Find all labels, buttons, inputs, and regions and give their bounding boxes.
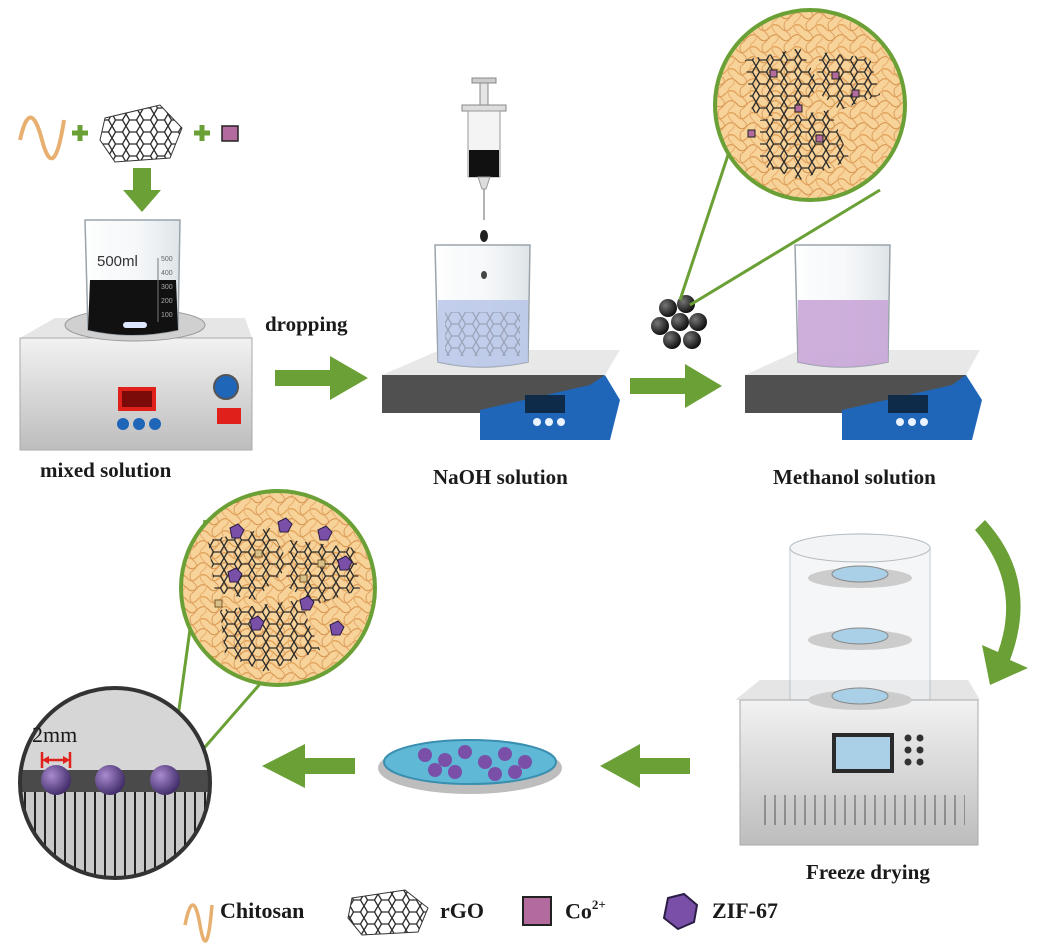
methanol-solution-label: Methanol solution [773,465,936,489]
chitosan-legend-icon [183,903,214,943]
down-arrow-icon [123,168,161,212]
mixed-solution-station [19,219,253,451]
switch-icon [217,408,241,424]
legend-chitosan: Chitosan [220,898,305,923]
black-beads [651,295,707,349]
co-ion-icon [221,125,239,142]
curved-arrow-icon [975,520,1028,685]
plus-icon [72,125,88,141]
scale-bar-label: 2mm [32,722,78,747]
rgo-icon [99,104,183,163]
bead-photo [18,686,212,880]
beaker-tick-200: 200 [161,298,173,305]
scale-bar [40,752,72,768]
co-legend-icon [522,896,552,926]
mixed-solution-label: mixed solution [40,458,172,482]
dropping-label: dropping [265,312,348,336]
plus-icon [194,125,210,141]
zoom-bead-structure-2 [168,489,377,779]
freeze-dryer [735,533,980,846]
flow-arrows [262,356,1028,788]
beaker-tick-500: 500 [161,256,173,263]
freeze-drying-label: Freeze drying [806,860,930,884]
beaker-tick-100: 100 [161,312,173,319]
beaker-volume-label: 500ml [97,253,138,270]
left-arrow-icon [262,744,355,788]
zif-legend-icon [662,892,699,931]
right-arrow-icon [630,364,722,408]
left-arrow-icon [600,744,690,788]
right-arrow-icon [275,356,368,400]
legend-icons [183,889,699,943]
naoh-station [382,77,620,440]
methanol-station [745,244,982,440]
legend-zif67: ZIF-67 [712,898,778,923]
dial-icon [213,374,239,400]
knob-icon [117,418,129,430]
legend-co: Co2+ [565,897,606,924]
naoh-solution-label: NaOH solution [433,465,568,489]
legend-rgo: rGO [440,898,484,923]
legend-co-base: Co [565,898,592,924]
beaker-tick-400: 400 [161,270,173,277]
beaker-tick-300: 300 [161,284,173,291]
legend-co-sup: 2+ [591,897,606,912]
chitosan-icon [18,115,66,161]
zoom-bead-structure-1 [678,8,907,307]
rgo-legend-icon [347,889,429,936]
petri-dish [378,739,562,794]
reagent-row [18,104,239,212]
